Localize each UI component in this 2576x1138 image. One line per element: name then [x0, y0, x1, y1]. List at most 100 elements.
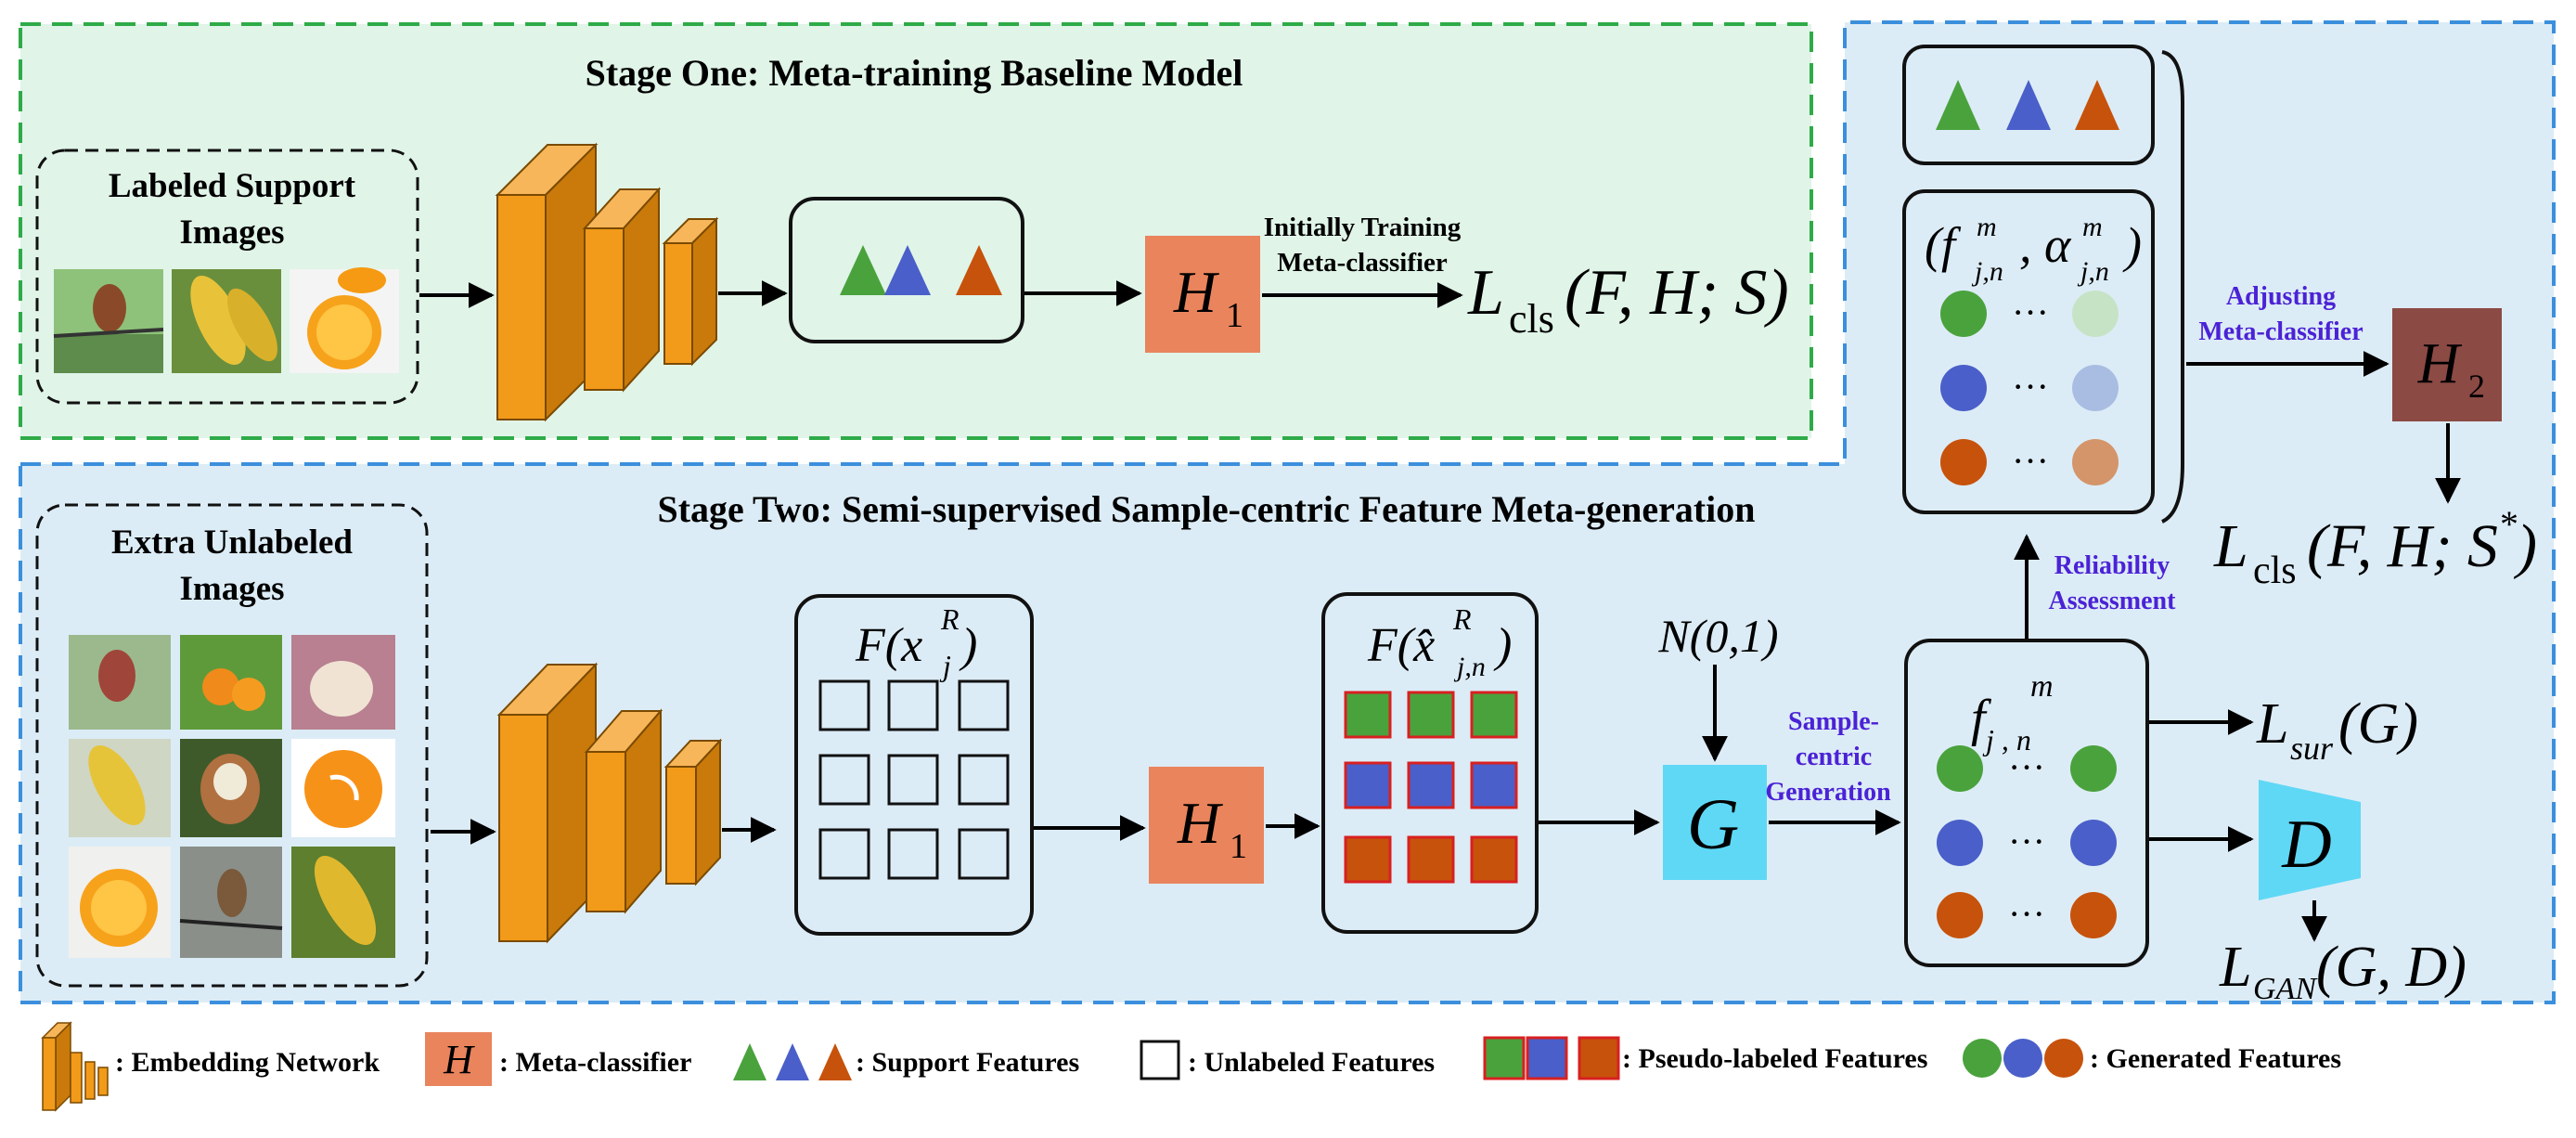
discriminator-glyph: D [2281, 807, 2331, 883]
weighted-green-2 [2072, 291, 2119, 337]
legend-support-blue [776, 1043, 809, 1080]
unlabeled-label-1: Extra Unlabeled [111, 524, 353, 562]
gen-label-2: centric [1796, 743, 1872, 771]
legend-embedding-icon [41, 1021, 109, 1112]
svg-text:F(x̂: F(x̂ [1367, 619, 1435, 672]
legend-embedding-label: : Embedding Network [115, 1047, 380, 1078]
gen-label-3: Generation [1765, 778, 1891, 807]
legend-unlabeled-icon [1140, 1040, 1180, 1080]
svg-text:j,n: j,n [1453, 652, 1486, 682]
generated-feature-title: f j , n m [1971, 669, 2054, 757]
pseudo-feature-title: F(x̂ j,n R ) [1367, 602, 1512, 682]
unlabeled-images-box [35, 503, 429, 988]
legend-generated-orange [2044, 1039, 2083, 1078]
svg-text:(G): (G) [2338, 692, 2418, 756]
support-image-orange [290, 267, 399, 373]
initial-training-label-2: Meta-classifier [1277, 248, 1448, 278]
stage-two-title: Stage Two: Semi-supervised Sample-centri… [657, 488, 1755, 530]
stage-one-title: Stage One: Meta-training Baseline Model [586, 52, 1243, 94]
svg-text:): ) [2513, 512, 2537, 580]
svg-text:j,n: j,n [2077, 256, 2109, 287]
loss-sur: L sur (G) [2256, 692, 2418, 767]
legend-generated-green [1963, 1039, 2002, 1078]
svg-text:j: j [939, 649, 951, 682]
weighted-orange-1 [1940, 439, 1987, 485]
weighted-features-box [1902, 189, 2155, 514]
generated-dots-3: ··· [2008, 893, 2045, 935]
generated-features-box [1904, 639, 2149, 967]
h1-top-glyph: H [1173, 259, 1220, 325]
generated-dots-1: ··· [2008, 746, 2045, 788]
svg-text:(G, D): (G, D) [2316, 936, 2467, 999]
weighted-blue-2 [2072, 365, 2119, 411]
svg-text:j , n: j , n [1982, 723, 2031, 757]
pseudo-feature-grid [1344, 691, 1518, 884]
svg-text:L: L [2219, 936, 2251, 999]
weighted-blue-1 [1940, 365, 1987, 411]
right-support-box [1902, 45, 2155, 165]
generated-green-2 [2070, 745, 2117, 792]
labeled-support-label-1: Labeled Support [109, 167, 356, 205]
svg-text:L: L [2213, 512, 2248, 580]
svg-text:m: m [2082, 212, 2103, 242]
svg-text:R: R [1452, 602, 1472, 636]
svg-text:GAN: GAN [2253, 972, 2318, 1006]
right-support-blue [2006, 80, 2051, 130]
generator-g [1663, 765, 1767, 880]
h1-top-sub: 1 [1226, 296, 1243, 335]
weighted-dots-2: ··· [2012, 366, 2049, 407]
h1-bottom-glyph: H [1177, 790, 1224, 856]
generated-green-1 [1937, 745, 1983, 792]
legend-pseudo-green [1483, 1036, 1526, 1080]
reliability-label-2: Assessment [2049, 587, 2177, 615]
embedding-network-top [495, 142, 719, 422]
right-support-green [1936, 80, 1980, 130]
meta-classifier-h1-bottom [1149, 767, 1264, 884]
loss-cls-stage-one: L cls (F, H; S) [1467, 257, 1789, 342]
support-image-corn [172, 269, 281, 373]
h2-sub: 2 [2468, 368, 2485, 405]
support-feature-orange [956, 245, 1002, 295]
support-feature-blue [884, 245, 931, 295]
svg-text:m: m [2030, 669, 2054, 704]
svg-text:*: * [2500, 503, 2518, 545]
pseudo-features-box [1321, 592, 1539, 934]
svg-text:cls: cls [1509, 296, 1554, 342]
weighted-dots-1: ··· [2012, 291, 2049, 333]
legend-support-label: : Support Features [856, 1047, 1079, 1078]
loss-gan: L GAN (G, D) [2219, 936, 2467, 1006]
gen-label-1: Sample- [1788, 707, 1879, 736]
support-features-box [789, 197, 1024, 343]
svg-text:sur: sur [2290, 730, 2334, 767]
generated-blue-2 [2070, 820, 2117, 866]
svg-text:): ) [959, 619, 977, 672]
svg-text:(F, H; S: (F, H; S [2307, 512, 2498, 580]
unlabeled-label-2: Images [179, 570, 284, 608]
svg-text:F(x: F(x [855, 619, 922, 672]
initial-training-label-1: Initially Training [1264, 213, 1462, 242]
unlabeled-image-grid [69, 635, 395, 958]
svg-text:, α: , α [2019, 217, 2072, 273]
legend-generated-blue [2003, 1039, 2042, 1078]
svg-text:R: R [940, 602, 960, 636]
labeled-support-label-2: Images [179, 213, 284, 252]
svg-text:m: m [1977, 212, 1997, 242]
right-support-orange [2075, 80, 2119, 130]
meta-classifier-h2 [2392, 308, 2502, 421]
unlabeled-feature-grid [818, 679, 1010, 880]
svg-text:L: L [1467, 257, 1504, 329]
generated-dots-2: ··· [2008, 821, 2045, 862]
svg-text:): ) [2122, 217, 2142, 273]
embedding-network-bottom [496, 662, 723, 944]
legend-pseudo-blue [1526, 1036, 1568, 1080]
h2-glyph: H [2417, 332, 2463, 395]
adjust-label-1: Adjusting [2226, 282, 2336, 311]
legend-pseudo-orange [1578, 1036, 1620, 1080]
generated-blue-1 [1937, 820, 1983, 866]
unlabeled-features-box [794, 594, 1034, 936]
reliability-label-1: Reliability [2054, 551, 2170, 580]
right-bracket [2161, 50, 2184, 524]
generator-glyph: G [1687, 783, 1739, 864]
legend-support-green [733, 1043, 766, 1080]
